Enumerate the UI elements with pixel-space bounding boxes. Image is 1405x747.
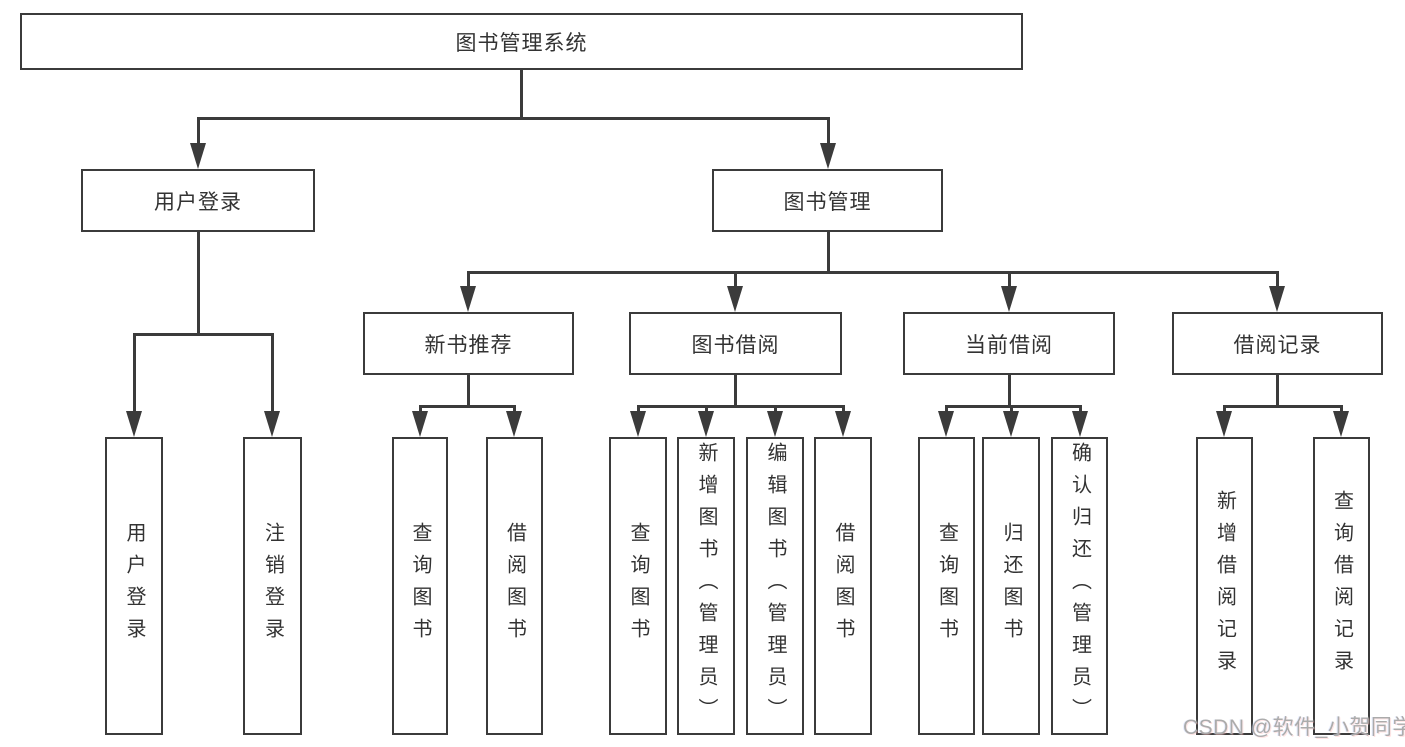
connector-g4-stem [1007,375,1011,406]
connector-bookmgmt-stem [826,232,830,272]
arrowhead-g5-query [1333,411,1349,437]
connector-g2-drop1 [418,406,422,414]
arrowhead-g2-borrow [506,411,522,437]
leaf-user-login: 用户登录 [105,437,163,735]
leaf-edit-book-admin-label: 编辑图书（管理员） [764,442,786,730]
node-library-system-label: 图书管理系统 [455,31,588,55]
connector-root-hbar [196,116,830,120]
leaf-recommend-borrow-books: 借阅图书 [486,437,543,735]
connector-g3-drop2 [704,406,708,414]
arrowhead-logout [264,411,280,437]
arrowhead-g4-confirm [1072,411,1088,437]
leaf-return-book: 归还图书 [982,437,1040,735]
connector-drop-new-book [466,272,470,290]
watermark: CSDN @软件_小贺同学 [1183,716,1405,739]
connector-g2-stem [466,375,470,406]
connector-drop-book-borrow [733,272,737,290]
arrowhead-book-borrow [727,286,743,312]
arrowhead-g3-edit [767,411,783,437]
leaf-borrow-query-books: 查询图书 [609,437,667,735]
connector-g2-hbar [418,404,516,408]
arrowhead-g4-query [938,411,954,437]
leaf-recommend-query-books: 查询图书 [392,437,448,735]
arrowhead-user-login [190,143,206,169]
connector-drop-login [132,334,136,414]
arrowhead-new-book [460,286,476,312]
arrowhead-g3-borrow [835,411,851,437]
connector-userlogin-stem [196,232,200,334]
node-current-borrow: 当前借阅 [903,312,1115,375]
node-book-borrow: 图书借阅 [629,312,842,375]
connector-userlogin-hbar [132,332,274,336]
connector-g4-drop3 [1078,406,1082,414]
leaf-recommend-borrow-books-label: 借阅图书 [503,522,526,650]
connector-bookmgmt-hbar [466,270,1279,274]
leaf-current-query-books-label: 查询图书 [935,522,958,650]
connector-g4-drop1 [944,406,948,414]
leaf-add-borrow-record: 新增借阅记录 [1196,437,1253,735]
connector-drop-logout [270,334,274,414]
leaf-borrow-query-books-label: 查询图书 [627,522,649,650]
arrowhead-g3-add [698,411,714,437]
leaf-logout-label: 注销登录 [261,522,284,650]
connector-root-stem [519,69,523,118]
connector-drop-borrow-records [1275,272,1279,290]
arrowhead-g5-add [1216,411,1232,437]
arrowhead-current-borrow [1001,286,1017,312]
leaf-confirm-return-admin-label: 确认归还（管理员） [1068,442,1091,730]
leaf-recommend-query-books-label: 查询图书 [409,522,431,650]
arrowhead-book-management [820,143,836,169]
node-book-management-label: 图书管理 [783,190,872,214]
connector-g4-hbar [944,404,1082,408]
leaf-query-borrow-record-label: 查询借阅记录 [1330,490,1353,682]
node-library-system: 图书管理系统 [20,13,1023,70]
leaf-return-book-label: 归还图书 [1000,522,1022,650]
leaf-query-borrow-record: 查询借阅记录 [1313,437,1370,735]
arrowhead-borrow-records [1269,286,1285,312]
leaf-edit-book-admin: 编辑图书（管理员） [746,437,804,735]
connector-g3-stem [733,375,737,406]
connector-drop-current-borrow [1007,272,1011,290]
node-borrow-records: 借阅记录 [1172,312,1383,375]
node-borrow-records-label: 借阅记录 [1233,333,1322,357]
leaf-add-book-admin-label: 新增图书（管理员） [695,442,717,730]
connector-drop-user-login [196,118,200,148]
node-user-login: 用户登录 [81,169,315,232]
leaf-add-borrow-record-label: 新增借阅记录 [1213,490,1236,682]
node-new-book-recommend: 新书推荐 [363,312,574,375]
node-book-management: 图书管理 [712,169,943,232]
connector-g5-stem [1275,375,1279,406]
connector-g5-drop1 [1222,406,1226,414]
connector-drop-book-management [826,118,830,148]
connector-g3-drop3 [773,406,777,414]
leaf-borrow-books: 借阅图书 [814,437,872,735]
connector-g5-hbar [1222,404,1343,408]
node-user-login-label: 用户登录 [154,190,242,214]
arrowhead-g3-query [630,411,646,437]
node-new-book-recommend-label: 新书推荐 [424,333,513,357]
connector-g3-drop4 [841,406,845,414]
leaf-borrow-books-label: 借阅图书 [832,522,854,650]
arrowhead-login [126,411,142,437]
connector-g5-drop2 [1339,406,1343,414]
leaf-logout: 注销登录 [243,437,302,735]
leaf-confirm-return-admin: 确认归还（管理员） [1051,437,1108,735]
leaf-add-book-admin: 新增图书（管理员） [677,437,735,735]
connector-g3-hbar [636,404,845,408]
node-book-borrow-label: 图书借阅 [691,333,780,357]
leaf-current-query-books: 查询图书 [918,437,975,735]
arrowhead-g2-query [412,411,428,437]
node-current-borrow-label: 当前借阅 [965,333,1053,357]
connector-g4-drop2 [1009,406,1013,414]
arrowhead-g4-return [1003,411,1019,437]
leaf-user-login-label: 用户登录 [123,522,145,650]
connector-g2-drop2 [512,406,516,414]
connector-g3-drop1 [636,406,640,414]
